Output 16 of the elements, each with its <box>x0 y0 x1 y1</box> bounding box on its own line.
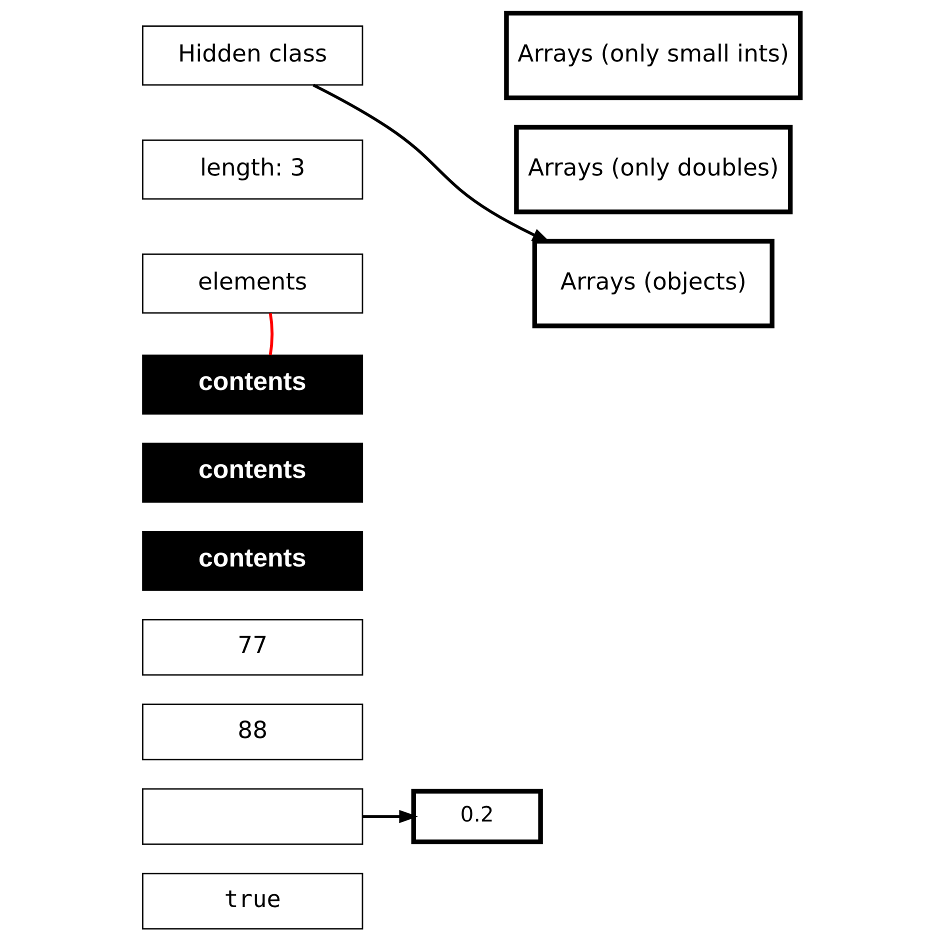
node-box: Hidden class <box>142 25 364 86</box>
arrow <box>362 810 418 824</box>
node-box: Arrays (only small ints) <box>504 10 803 100</box>
connector <box>268 313 274 356</box>
node-box: length: 3 <box>142 139 364 200</box>
node-box: Arrays (objects) <box>532 238 774 328</box>
node-box: contents <box>142 442 364 503</box>
node-box: 88 <box>142 704 364 760</box>
node-box: contents <box>142 354 364 415</box>
node-box: Arrays (only doubles) <box>514 124 793 214</box>
node-box: 0.2 <box>411 788 543 844</box>
node-box: 77 <box>142 618 364 676</box>
node-box <box>142 788 364 845</box>
node-box: true <box>142 872 364 930</box>
node-box: contents <box>142 530 364 591</box>
node-box: elements <box>142 253 364 314</box>
